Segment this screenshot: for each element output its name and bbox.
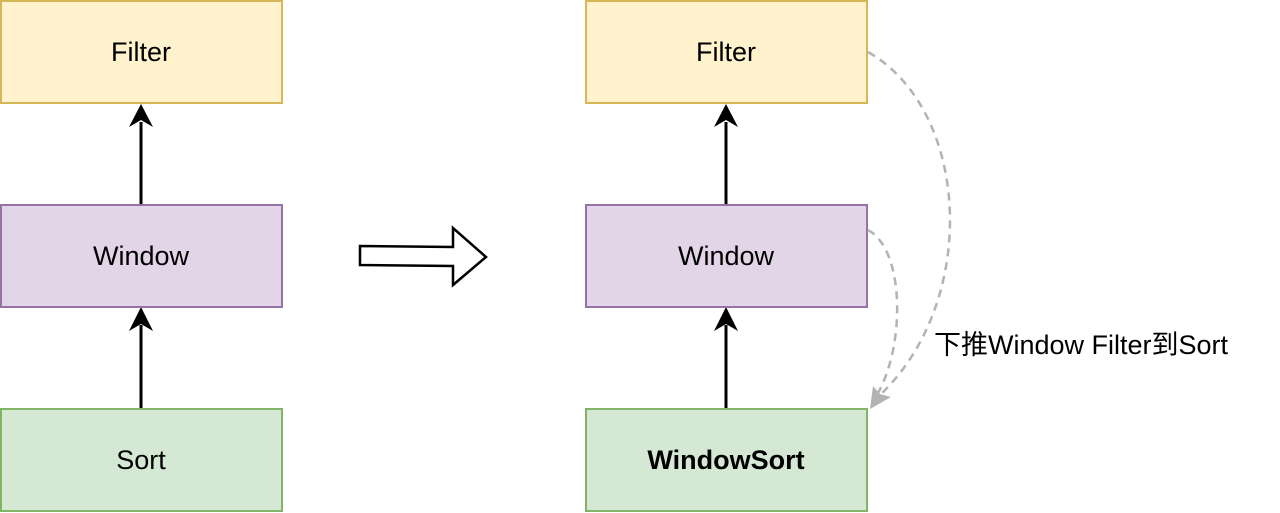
right-flow: Filter Window WindowSort 下推Window Filter…: [585, 0, 1229, 512]
left-window-node: Window: [0, 204, 283, 308]
pushdown-filter-dashed-arrow: [867, 50, 952, 396]
right-window-node: Window: [585, 204, 868, 308]
left-window-label: Window: [93, 241, 190, 271]
right-arrow-head-top: [714, 104, 738, 127]
pushdown-arrowhead-icon: [870, 386, 891, 409]
right-windowsort-node: WindowSort: [585, 408, 868, 512]
right-filter-node: Filter: [585, 0, 868, 104]
right-arrow-head-bottom: [714, 307, 738, 331]
left-sort-node: Sort: [0, 408, 283, 512]
pushdown-annotation: 下推Window Filter到Sort: [934, 330, 1229, 360]
right-filter-label: Filter: [696, 37, 756, 67]
left-filter-node: Filter: [0, 0, 283, 104]
right-window-label: Window: [678, 241, 775, 271]
left-arrow-head-bottom: [129, 307, 153, 331]
left-sort-label: Sort: [116, 445, 166, 475]
transform-arrow-icon: [358, 225, 488, 288]
left-filter-label: Filter: [111, 37, 171, 67]
left-arrow-head-top: [129, 104, 153, 127]
pushdown-window-dashed-arrow: [867, 228, 899, 394]
right-windowsort-label: WindowSort: [647, 445, 804, 475]
left-flow: Filter Window Sort: [0, 0, 283, 512]
